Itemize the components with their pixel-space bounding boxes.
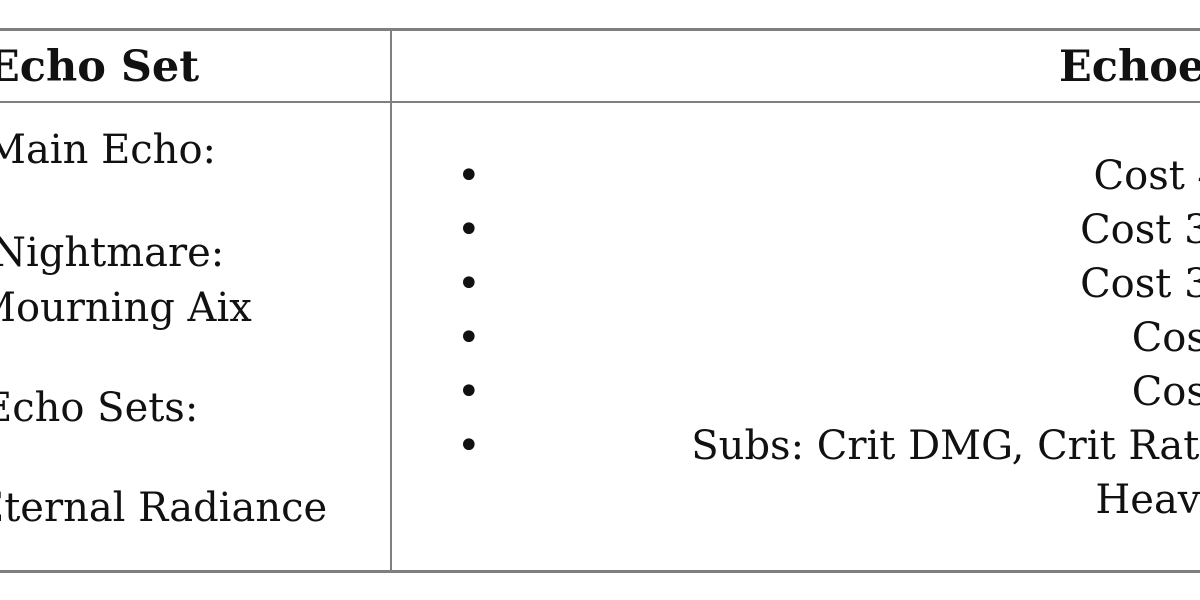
bullet-icon: • [457,423,481,469]
eternal-radiance-label: Eternal Radiance [0,485,328,531]
list-item-text: Cost 4 [1093,153,1200,199]
list-item-text: Cost [1131,315,1200,361]
bullet-icon: • [457,153,481,199]
list-item: • Cost 3: [403,203,1200,257]
list-item-text: Cost 3: [1080,261,1200,307]
column-divider [390,31,392,570]
list-item: • Cost 3: [403,257,1200,311]
list-item: • Cost [403,311,1200,365]
header-echoes: Echoes [1059,42,1200,92]
list-item: • Cost [403,365,1200,419]
mourning-aix-label: Mourning Aix [0,285,252,331]
header-echo-set: Echo Set [0,42,200,92]
bullet-icon: • [457,315,481,361]
list-item-text: Cost [1131,369,1200,415]
bullet-icon: • [457,369,481,415]
echo-sets-label: Echo Sets: [0,385,199,431]
bullet-icon: • [457,207,481,253]
main-echo-label: Main Echo: [0,127,216,173]
list-item: • Subs: Crit DMG, Crit Rate Heavy [403,419,1200,527]
echo-table: Echo Set Echoes Main Echo: Nightmare: Mo… [0,28,1200,573]
list-item-text: Subs: Crit DMG, Crit Rate [691,423,1200,469]
list-item-text: Cost 3: [1080,207,1200,253]
list-item-text-continued: Heavy [1095,477,1200,523]
header-divider [0,101,1200,103]
list-item: • Cost 4 [403,149,1200,203]
nightmare-label: Nightmare: [0,230,225,276]
bullet-icon: • [457,261,481,307]
